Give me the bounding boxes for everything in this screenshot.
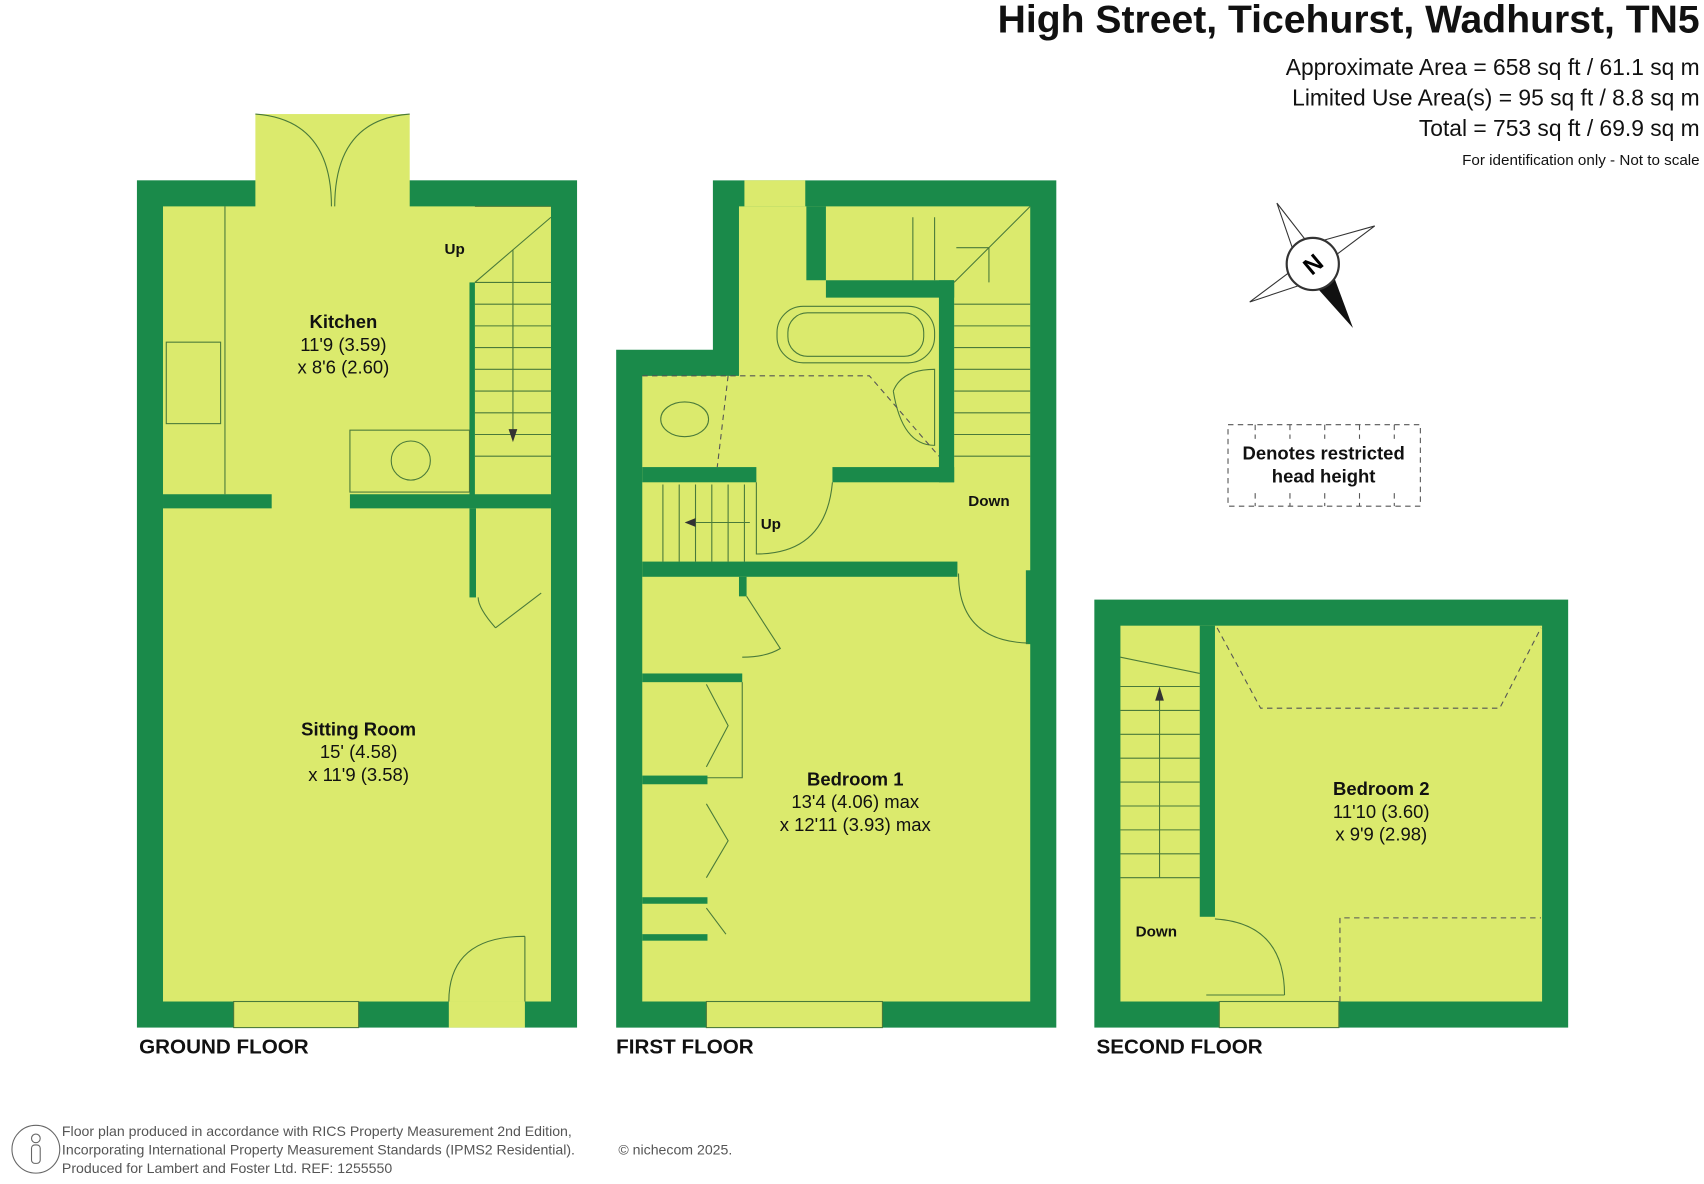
first-floor-plan: Up Down Bedroom 1 13'4 (4.06) max x 12'1… xyxy=(616,180,1057,1029)
bedroom1-dim2: x 12'11 (3.93) max xyxy=(780,814,932,835)
bedroom2-name: Bedroom 2 xyxy=(1333,778,1429,799)
compass-icon: N xyxy=(1249,202,1376,329)
bedroom1-dim1: 13'4 (4.06) max xyxy=(791,791,920,812)
bedroom2-dim2: x 9'9 (2.98) xyxy=(1335,824,1427,845)
footer-line2: Incorporating International Property Mea… xyxy=(62,1142,575,1158)
ground-floor-label: GROUND FLOOR xyxy=(139,1036,309,1059)
limited-use-area: Limited Use Area(s) = 95 sq ft / 8.8 sq … xyxy=(1292,84,1699,110)
kitchen-dim1: 11'9 (3.59) xyxy=(300,334,386,355)
second-floor-stairs xyxy=(1120,656,1200,879)
property-title: High Street, Ticehurst, Wadhurst, TN5 xyxy=(998,0,1700,42)
footer-line3: Produced for Lambert and Foster Ltd. REF… xyxy=(62,1160,392,1176)
legend-line1: Denotes restricted xyxy=(1243,442,1405,463)
second-floor-label: SECOND FLOOR xyxy=(1097,1036,1263,1059)
kitchen-name: Kitchen xyxy=(310,311,378,332)
approximate-area: Approximate Area = 658 sq ft / 61.1 sq m xyxy=(1286,54,1700,80)
disclaimer: For identification only - Not to scale xyxy=(1462,152,1700,169)
legend-line2: head height xyxy=(1272,465,1376,486)
ground-floor-plan: Up Kitchen 11'9 (3.59) x 8'6 (2.60) Sitt… xyxy=(136,113,578,1029)
first-floor-down-label: Down xyxy=(968,493,1009,510)
sitting-room-dim1: 15' (4.58) xyxy=(320,741,397,762)
measurement-person-icon xyxy=(11,1124,61,1174)
bedroom2-dim1: 11'10 (3.60) xyxy=(1333,801,1430,822)
ground-stairs-up-label: Up xyxy=(444,241,464,258)
first-floor-up-label: Up xyxy=(761,516,781,533)
second-floor-plan: Down Bedroom 2 11'10 (3.60) x 9'9 (2.98) xyxy=(1094,599,1569,1029)
ground-stairs xyxy=(474,205,552,457)
kitchen-dim2: x 8'6 (2.60) xyxy=(297,357,389,378)
sitting-room-dim2: x 11'9 (3.58) xyxy=(308,764,409,785)
footer-line1: Floor plan produced in accordance with R… xyxy=(62,1123,572,1139)
copyright: © nichecom 2025. xyxy=(618,1142,732,1158)
second-floor-down-label: Down xyxy=(1136,923,1177,940)
total-area: Total = 753 sq ft / 69.9 sq m xyxy=(1419,115,1700,141)
restricted-height-legend: Denotes restricted head height xyxy=(1227,424,1421,507)
first-floor-stairs xyxy=(662,206,1031,562)
first-floor-label: FIRST FLOOR xyxy=(616,1036,754,1059)
sitting-room-name: Sitting Room xyxy=(301,718,416,739)
bedroom1-name: Bedroom 1 xyxy=(807,768,903,789)
